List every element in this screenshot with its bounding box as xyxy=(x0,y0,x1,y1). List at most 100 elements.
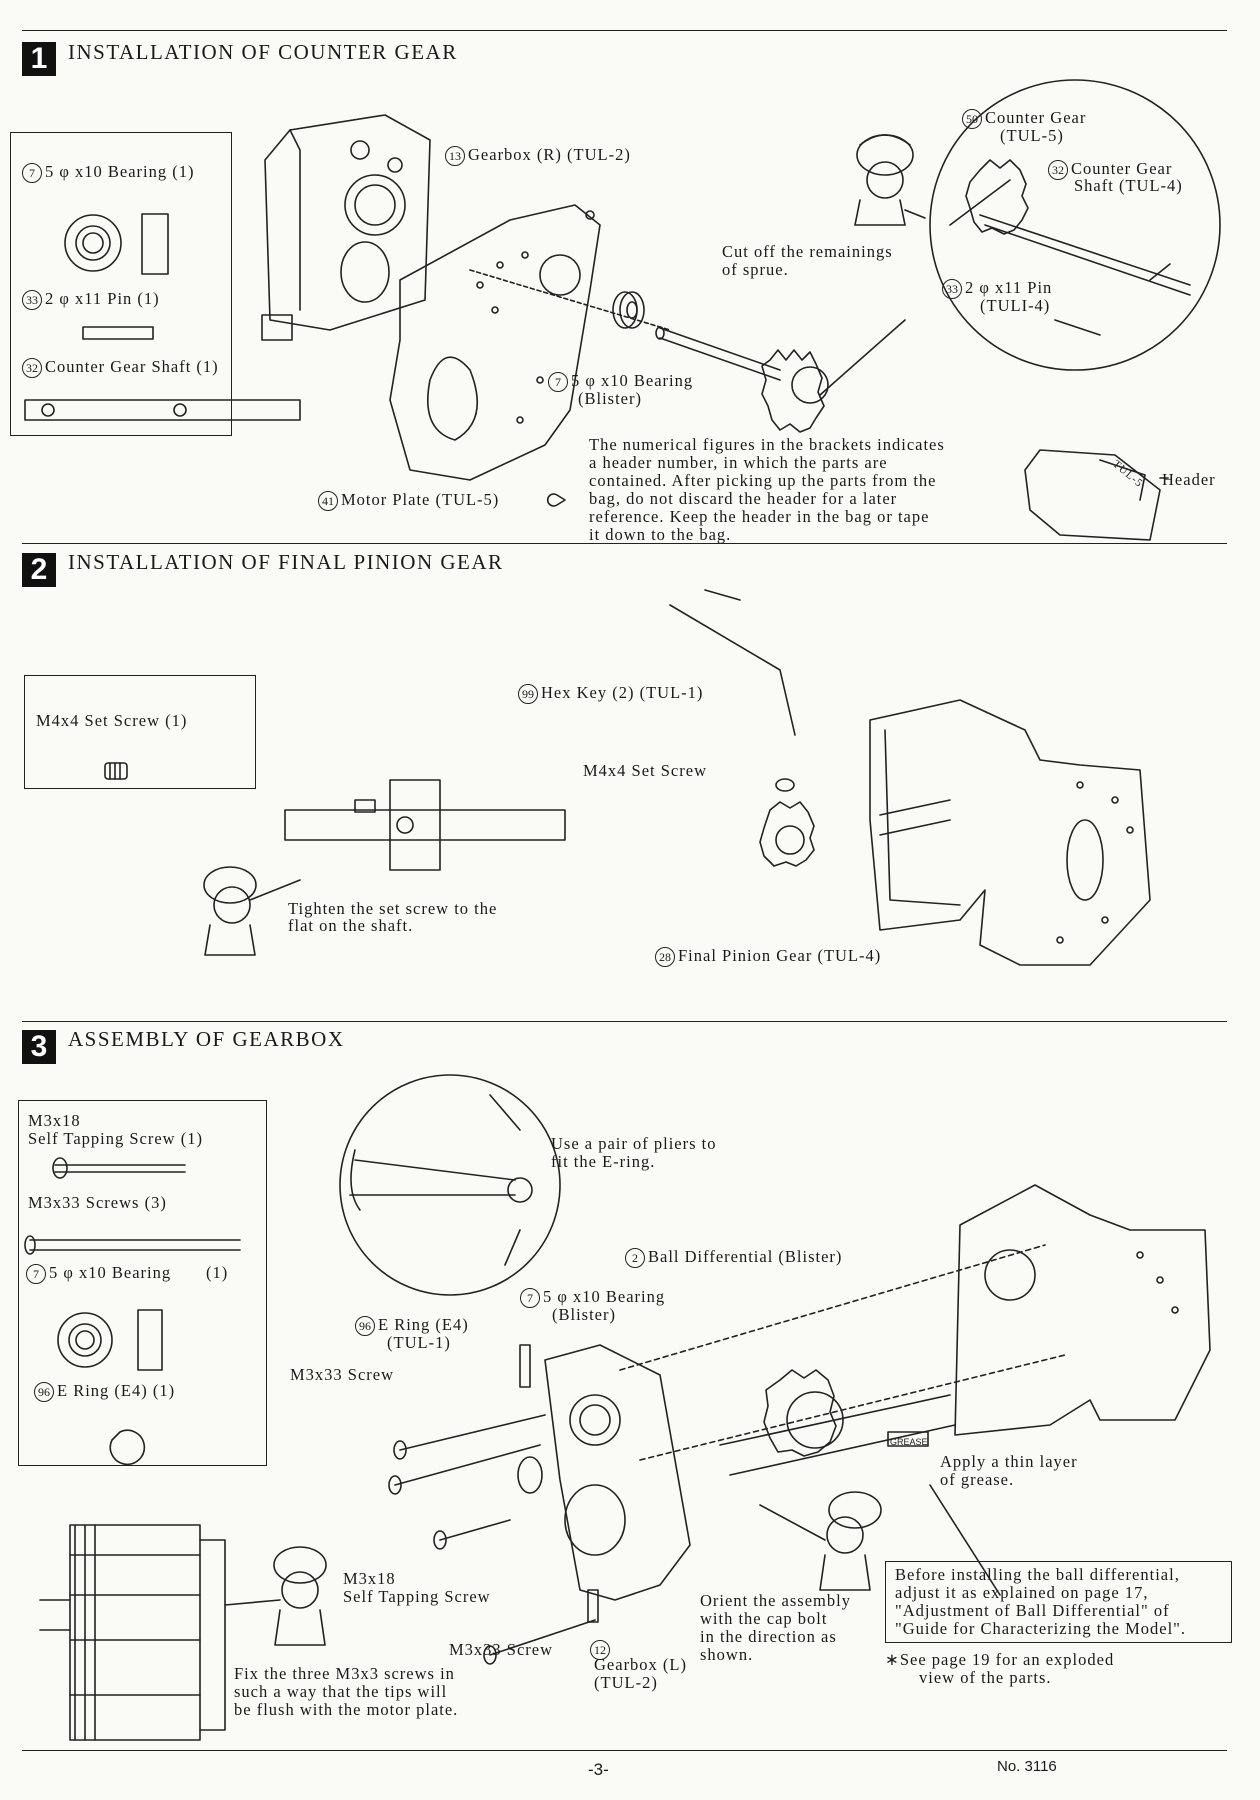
bearing-sub-label: (Blister) xyxy=(578,389,642,408)
set-screw-icon-box xyxy=(104,762,128,780)
before-line-1: Before installing the ball differential, xyxy=(895,1565,1180,1584)
section-1-number: 1 xyxy=(22,42,56,76)
mascot-2 xyxy=(203,866,301,956)
counter-gear-shaft-drawing xyxy=(469,269,829,433)
detail-circle-1 xyxy=(819,79,1221,396)
note-line-5: reference. Keep the header in the bag or… xyxy=(589,507,930,526)
fix-line-2: such a way that the tips will xyxy=(234,1682,448,1701)
orient-line-1: Orient the assembly xyxy=(700,1591,851,1610)
section-2-parts-box xyxy=(24,675,256,789)
parts-bearing-3-qty: (1) xyxy=(206,1263,229,1282)
bearing-3-sub-label: (Blister) xyxy=(552,1305,616,1324)
section-1-top-rule xyxy=(22,30,1227,31)
orient-line-3: in the direction as xyxy=(700,1627,837,1646)
section-2-title: INSTALLATION OF FINAL PINION GEAR xyxy=(68,550,504,574)
detail-circle-3 xyxy=(339,1074,561,1296)
bearing-drawing xyxy=(612,291,645,329)
pinion-gear-drawing xyxy=(759,778,815,867)
see-line-2: view of the parts. xyxy=(919,1668,1052,1687)
ball-differential-drawing xyxy=(719,1369,956,1476)
mascot-4 xyxy=(759,1491,882,1591)
orient-line-4: shown. xyxy=(700,1645,754,1664)
gearbox-assembly-2-drawing xyxy=(869,699,1151,966)
gearbox-l-label: 12 xyxy=(590,1640,613,1661)
cut-off-label: Cut off the remainings xyxy=(722,242,893,261)
cut-off-label-2: of sprue. xyxy=(722,260,789,279)
m3x33-screw-label-b: M3x33 Screw xyxy=(449,1640,554,1659)
orient-line-2: with the cap bolt xyxy=(700,1609,828,1628)
before-note: Before installing the ball differential,… xyxy=(895,1566,1186,1638)
before-note-box xyxy=(885,1561,1232,1643)
tighten-label-2: flat on the shaft. xyxy=(288,916,414,935)
grease-pointer xyxy=(929,1484,1001,1596)
before-line-4: "Guide for Characterizing the Model". xyxy=(895,1619,1187,1638)
section-1-parts-box xyxy=(10,132,232,436)
before-line-2: adjust it as explained on page 17, xyxy=(895,1583,1149,1602)
screw-tag-box-2 xyxy=(587,1589,599,1623)
gearbox-l-text: Gearbox (L) xyxy=(594,1655,688,1674)
pin-sub-label: (TULI-4) xyxy=(980,296,1051,315)
header-bag-drawing xyxy=(1024,449,1161,541)
shaft-detail-drawing xyxy=(284,779,566,871)
section-2-number: 2 xyxy=(22,553,56,587)
section-3-parts-box xyxy=(18,1100,267,1466)
mascot-3 xyxy=(224,1546,327,1646)
section-3-title: ASSEMBLY OF GEARBOX xyxy=(68,1027,345,1051)
fix-line-3: be flush with the motor plate. xyxy=(234,1700,459,1719)
note-line-6: it down to the bag. xyxy=(589,525,732,544)
note-line-3: contained. After picking up the parts fr… xyxy=(589,471,937,490)
gearbox-l-drawing xyxy=(544,1344,691,1601)
see-note: ∗See page 19 for an exploded view of the… xyxy=(885,1651,1114,1687)
parts-tap-screw-2: Self Tapping Screw (1) xyxy=(28,1129,203,1148)
gearbox-assembly-3-drawing xyxy=(619,1184,1211,1461)
screw-tag-box xyxy=(519,1344,531,1388)
parts-box-3-drawings xyxy=(24,1157,241,1466)
see-line-1: ∗See page 19 for an exploded xyxy=(885,1650,1115,1669)
m3x33-screw-label-a: M3x33 Screw xyxy=(290,1365,395,1384)
parts-box-1-drawings xyxy=(24,213,301,421)
tighten-label-1: Tighten the set screw to the xyxy=(288,899,498,918)
note-line-4: bag, do not discard the header for a lat… xyxy=(589,489,898,508)
m3x18-label-1: M3x18 xyxy=(343,1569,396,1588)
note-line-2: a header number, in which the parts are xyxy=(589,453,888,472)
section-3-top-rule xyxy=(22,1021,1227,1022)
parts-tap-screw-1: M3x18 xyxy=(28,1111,81,1130)
document-number: No. 3116 xyxy=(997,1758,1057,1775)
assembled-gearbox-drawing xyxy=(39,1524,226,1741)
counter-gear-shaft-sub-label: Shaft (TUL-4) xyxy=(1074,176,1183,195)
hex-key-drawing xyxy=(669,589,796,736)
m3x18-label-2: Self Tapping Screw xyxy=(343,1587,491,1606)
before-line-3: "Adjustment of Ball Differential" of xyxy=(895,1601,1170,1620)
pliers-label-1: Use a pair of pliers to xyxy=(551,1134,717,1153)
set-screw-parts-label: M4x4 Set Screw (1) xyxy=(36,711,188,730)
pliers-label-2: fit the E-ring. xyxy=(551,1152,656,1171)
gearbox-r-drawing xyxy=(261,114,431,341)
pointer-symbol xyxy=(546,493,566,507)
mascot-1 xyxy=(854,134,926,226)
section-3-number: 3 xyxy=(22,1030,56,1064)
section-1-title: INSTALLATION OF COUNTER GEAR xyxy=(68,40,458,64)
ering-sub-label: (TUL-1) xyxy=(387,1333,451,1352)
header-note: The numerical figures in the brackets in… xyxy=(589,436,945,544)
orient-note: Orient the assembly with the cap bolt in… xyxy=(700,1592,851,1664)
apply-label-2: of grease. xyxy=(940,1470,1015,1489)
grease-tag-box xyxy=(887,1431,929,1447)
counter-gear-sub-label: (TUL-5) xyxy=(1000,126,1064,145)
fix-note: Fix the three M3x3 screws in such a way … xyxy=(234,1665,458,1719)
parts-screws-33: M3x33 Screws (3) xyxy=(28,1193,167,1212)
motor-plate-drawing xyxy=(389,204,601,481)
gearbox-l-sub-label: (TUL-2) xyxy=(594,1673,658,1692)
